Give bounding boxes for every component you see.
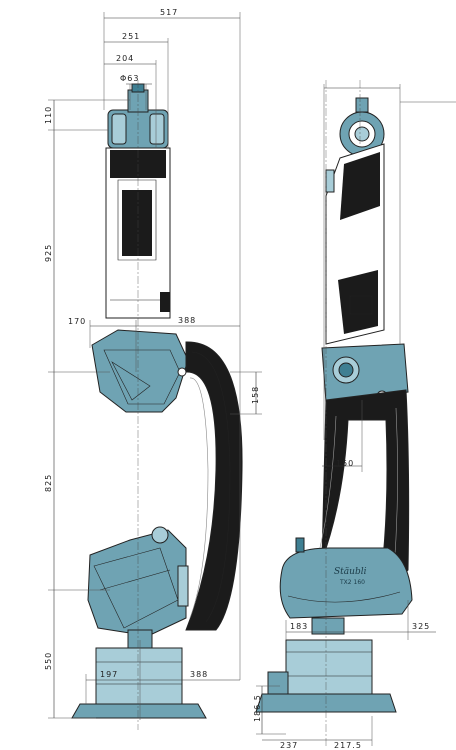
- front-base: [71, 629, 207, 719]
- dim-158: 158: [251, 386, 260, 404]
- dim-170: 170: [68, 317, 86, 326]
- dim-150: 150: [336, 459, 354, 468]
- side-shoulder: Stäubli TX2 160: [279, 537, 413, 619]
- front-shoulder: [87, 526, 189, 637]
- dim-517: 517: [160, 8, 178, 17]
- dim-550: 550: [44, 652, 53, 670]
- dim-204: 204: [116, 54, 134, 63]
- dim-388-top: 388: [178, 316, 196, 325]
- front-view-robot: [71, 83, 243, 719]
- dim-825: 825: [44, 474, 53, 492]
- dim-183: 183: [290, 622, 308, 631]
- dim-325: 325: [412, 622, 430, 631]
- front-upper-arm: [185, 341, 243, 631]
- dim-237: 237: [280, 741, 298, 750]
- dim-110: 110: [44, 106, 53, 124]
- dim-197: 197: [100, 670, 118, 679]
- dim-217-5: 217.5: [334, 741, 362, 750]
- side-view-robot: Stäubli TX2 160: [255, 97, 413, 713]
- dim-186-5: 186.5: [253, 694, 262, 722]
- dim-phi-63: Φ63: [120, 74, 139, 83]
- model-label: TX2 160: [339, 579, 365, 586]
- side-view-dimensions: 150 183 325 186.5 237 217.5: [253, 80, 456, 750]
- side-wrist: [339, 97, 385, 157]
- dim-251: 251: [122, 32, 140, 41]
- front-elbow: [91, 329, 189, 413]
- side-forearm: [325, 143, 385, 345]
- front-view-dimensions: 517 251 204 Φ63 110 925 825 550: [44, 8, 262, 730]
- side-elbow: [321, 343, 409, 403]
- brand-logo: Stäubli: [334, 567, 367, 577]
- dim-925: 925: [44, 244, 53, 262]
- dim-388-bottom: 388: [190, 670, 208, 679]
